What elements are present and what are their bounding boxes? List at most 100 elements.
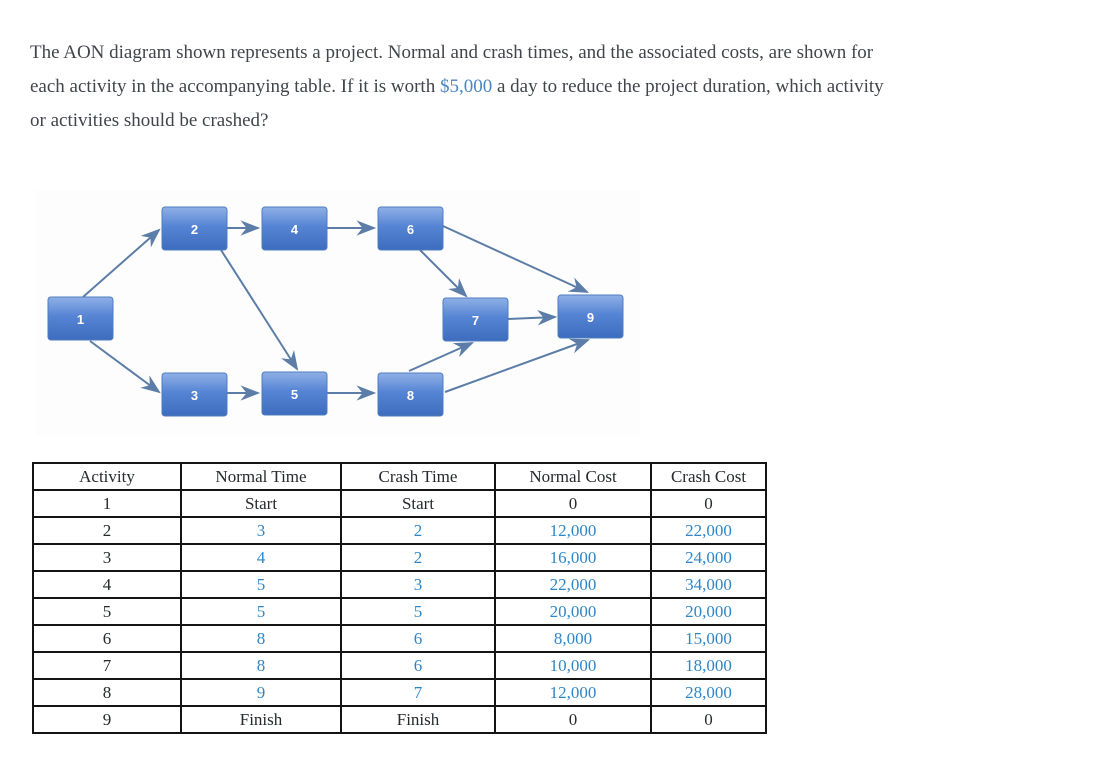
cell-r7-c1: 9 bbox=[180, 678, 342, 707]
edge-6-9 bbox=[442, 225, 589, 293]
edge-8-9 bbox=[444, 338, 591, 393]
cell-r4-c0: 5 bbox=[32, 597, 182, 626]
column-header-0: Activity bbox=[32, 462, 182, 491]
edge-6-7 bbox=[419, 249, 468, 298]
node-7: 7 bbox=[442, 297, 509, 342]
cell-r7-c0: 8 bbox=[32, 678, 182, 707]
cell-r4-c2: 5 bbox=[340, 597, 496, 626]
question-text: The AON diagram shown represents a proje… bbox=[30, 36, 1116, 138]
cell-r7-c2: 7 bbox=[340, 678, 496, 707]
cell-r8-c2: Finish bbox=[340, 705, 496, 734]
cell-r0-c0: 1 bbox=[32, 489, 182, 518]
column-header-1: Normal Time bbox=[180, 462, 342, 491]
cell-r8-c1: Finish bbox=[180, 705, 342, 734]
cell-r0-c1: Start bbox=[180, 489, 342, 518]
cell-r5-c2: 6 bbox=[340, 624, 496, 653]
node-9: 9 bbox=[557, 294, 624, 339]
cell-r0-c4: 0 bbox=[650, 489, 767, 518]
question-line-3: or activities should be crashed? bbox=[30, 110, 269, 131]
node-label-9: 9 bbox=[587, 310, 594, 325]
cell-r1-c1: 3 bbox=[180, 516, 342, 545]
cell-r1-c4: 22,000 bbox=[650, 516, 767, 545]
node-8: 8 bbox=[377, 372, 444, 417]
cell-r0-c2: Start bbox=[340, 489, 496, 518]
node-label-8: 8 bbox=[407, 388, 414, 403]
aon-diagram-svg: 1 2 4 6 3 5 8 7 9 bbox=[47, 206, 624, 417]
node-box-5 bbox=[261, 371, 328, 416]
node-label-2: 2 bbox=[191, 222, 198, 237]
cell-r0-c3: 0 bbox=[494, 489, 652, 518]
cell-r7-c3: 12,000 bbox=[494, 678, 652, 707]
question-line-1: The AON diagram shown represents a proje… bbox=[30, 42, 874, 63]
cell-r3-c4: 34,000 bbox=[650, 570, 767, 599]
cell-r5-c0: 6 bbox=[32, 624, 182, 653]
cell-r4-c4: 20,000 bbox=[650, 597, 767, 626]
cell-r6-c4: 18,000 bbox=[650, 651, 767, 680]
node-box-1 bbox=[47, 296, 114, 341]
cell-r7-c4: 28,000 bbox=[650, 678, 767, 707]
cell-r6-c1: 8 bbox=[180, 651, 342, 680]
money-value: $5,000 bbox=[439, 76, 493, 97]
cell-r5-c3: 8,000 bbox=[494, 624, 652, 653]
cell-r4-c3: 20,000 bbox=[494, 597, 652, 626]
cell-r6-c0: 7 bbox=[32, 651, 182, 680]
node-1: 1 bbox=[47, 296, 114, 341]
node-box-9 bbox=[557, 294, 624, 339]
node-box-8 bbox=[377, 372, 444, 417]
column-header-2: Crash Time bbox=[340, 462, 496, 491]
cell-r6-c3: 10,000 bbox=[494, 651, 652, 680]
cell-r3-c2: 3 bbox=[340, 570, 496, 599]
cell-r4-c1: 5 bbox=[180, 597, 342, 626]
column-header-4: Crash Cost bbox=[650, 462, 767, 491]
question-line-2-after: a day to reduce the project duration, wh… bbox=[492, 76, 884, 97]
node-label-4: 4 bbox=[291, 222, 299, 237]
node-box-6 bbox=[377, 206, 444, 251]
node-label-3: 3 bbox=[191, 388, 198, 403]
edge-1-3 bbox=[89, 340, 161, 394]
cell-r3-c0: 4 bbox=[32, 570, 182, 599]
node-box-2 bbox=[161, 206, 228, 251]
node-box-4 bbox=[261, 206, 328, 251]
column-header-3: Normal Cost bbox=[494, 462, 652, 491]
node-box-7 bbox=[442, 297, 509, 342]
edge-8-7 bbox=[408, 342, 475, 372]
node-box-3 bbox=[161, 372, 228, 417]
cell-r1-c2: 2 bbox=[340, 516, 496, 545]
edge-7-9 bbox=[507, 310, 558, 326]
node-3: 3 bbox=[161, 372, 228, 417]
aon-diagram: 1 2 4 6 3 5 8 7 9 bbox=[35, 190, 640, 436]
cell-r8-c4: 0 bbox=[650, 705, 767, 734]
cell-r2-c0: 3 bbox=[32, 543, 182, 572]
node-label-1: 1 bbox=[77, 312, 84, 327]
node-label-7: 7 bbox=[472, 313, 479, 328]
cell-r5-c1: 8 bbox=[180, 624, 342, 653]
cell-r1-c3: 12,000 bbox=[494, 516, 652, 545]
edge-1-2 bbox=[82, 228, 161, 298]
cell-r2-c4: 24,000 bbox=[650, 543, 767, 572]
node-label-6: 6 bbox=[407, 222, 414, 237]
question-line-2: each activity in the accompanying table.… bbox=[30, 70, 1116, 104]
cell-r6-c2: 6 bbox=[340, 651, 496, 680]
node-label-5: 5 bbox=[291, 387, 298, 402]
node-4: 4 bbox=[261, 206, 328, 251]
cell-r8-c0: 9 bbox=[32, 705, 182, 734]
cell-r3-c1: 5 bbox=[180, 570, 342, 599]
node-2: 2 bbox=[161, 206, 228, 251]
node-6: 6 bbox=[377, 206, 444, 251]
node-5: 5 bbox=[261, 371, 328, 416]
cell-r3-c3: 22,000 bbox=[494, 570, 652, 599]
question-line-2-before: each activity in the accompanying table.… bbox=[30, 76, 440, 97]
cell-r2-c3: 16,000 bbox=[494, 543, 652, 572]
cell-r1-c0: 2 bbox=[32, 516, 182, 545]
